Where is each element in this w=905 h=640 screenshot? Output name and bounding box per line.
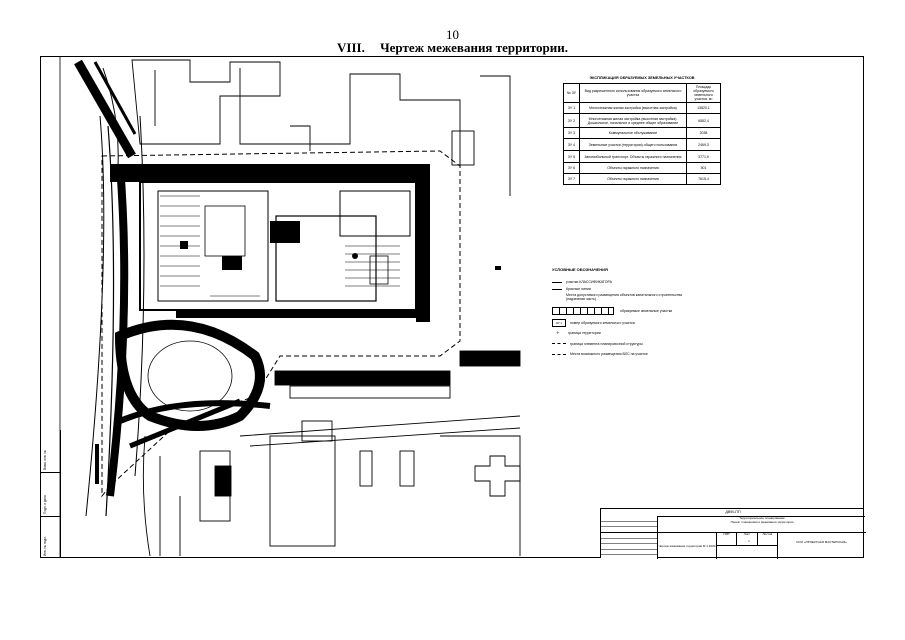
road-curves: [74, 59, 145, 517]
col-header-use: Вид разрешенного использования образуемо…: [579, 83, 687, 104]
stamp-sheet-no: 1: [748, 539, 750, 543]
zu-id: ЗУ 1: [563, 102, 580, 115]
legend-label: граница территории: [568, 331, 601, 336]
section-heading: VIII. Чертеж межевания территории.: [0, 40, 905, 56]
section-number: VIII.: [337, 40, 365, 55]
table-row: ЗУ 4 Земельные участки (территории) обще…: [563, 138, 721, 152]
zu-area: 13820,1: [686, 102, 721, 115]
stamp-drawing-title: Чертеж межевания территории М 1:1000: [657, 532, 717, 559]
zu-area: 501: [686, 162, 721, 175]
stamp-code: ДВ90-ПП: [601, 509, 865, 517]
stamp-sheets-label: Листов: [762, 532, 773, 536]
stamp-sheet-label: Лист: [737, 532, 758, 545]
table-row: ЗУ 6 Объекты гаражного назначения 501: [563, 162, 721, 175]
legend-item: ✛ граница территории: [552, 329, 732, 338]
zu-id: ЗУ 4: [563, 138, 580, 152]
zu-id: ЗУ 6: [563, 162, 580, 175]
page-number: 10: [446, 27, 459, 42]
zu-area: 2038: [686, 127, 721, 140]
zu-use: Коммунальное обслуживание: [579, 127, 687, 140]
legend-title: УСЛОВНЫЕ ОБОЗНАЧЕНИЯ: [552, 267, 608, 272]
legend-label: Места возможного размещения ВЛС на участ…: [570, 352, 648, 357]
legend-item: Места допустимого размещения объектов ка…: [552, 293, 732, 305]
compass-icon: ✛: [556, 331, 560, 336]
zu-area: 3771,9: [686, 150, 721, 164]
table-row: ЗУ 3 Коммунальное обслуживание 2038: [563, 127, 721, 140]
stamp-title-line: Территориальное планирование: [739, 516, 785, 520]
zu-id: ЗУ 3: [563, 127, 580, 140]
zu-use: Земельные участки (территории) общего по…: [579, 138, 687, 152]
table-row: ЗУ 5 Автомобильный транспорт. Объекты га…: [563, 150, 721, 164]
drawing-frame: [40, 56, 864, 558]
stamp-title-line: Проект планировки и межевания территории: [730, 520, 794, 524]
legend-label: Места допустимого размещения объектов ка…: [566, 292, 683, 301]
legend-label: образуемые земельные участки: [620, 308, 673, 313]
zu-id: ЗУ 5: [563, 150, 580, 164]
building-complex: [110, 164, 430, 322]
col-header-area: Площадь образуемого земельного участка, …: [686, 83, 721, 104]
territory-boundary: [101, 150, 461, 498]
legend-label: Красные линии: [566, 287, 591, 292]
zu-use: Объекты гаражного назначения: [579, 162, 687, 175]
legend-label: участки КЛАССИФИКАТОРА: [566, 280, 612, 285]
stamp-signatures: [601, 516, 657, 559]
zu-use: Многоэтажная жилая застройка (высотная з…: [579, 102, 687, 115]
zu-area: 7615,4: [686, 173, 721, 186]
legend: УСЛОВНЫЕ ОБОЗНАЧЕНИЯ участки КЛАССИФИКАТ…: [552, 267, 732, 359]
zu-use: Объекты гаражного назначения: [579, 173, 687, 186]
lower-area: [142, 350, 521, 557]
legend-item: Места возможного размещения ВЛС на участ…: [552, 350, 732, 359]
side-stamp-label: Инв. № подл.: [43, 536, 47, 556]
stamp-stage: ПМТ: [717, 532, 738, 545]
legend-item: ЗУ 1 номер образуемого земельного участк…: [552, 317, 732, 329]
section-title: Чертеж межевания территории.: [380, 40, 568, 55]
explication-title: ЭКСПЛИКАЦИЯ ОБРАЗУЕМЫХ ЗЕМЕЛЬНЫХ УЧАСТКО…: [589, 76, 695, 80]
legend-label: граница элемента планировочной структуры: [570, 341, 643, 346]
top-buildings: [131, 59, 511, 196]
zu-area: 2469,3: [686, 138, 721, 152]
parking-hatch: [160, 195, 400, 302]
explication-table: ЭКСПЛИКАЦИЯ ОБРАЗУЕМЫХ ЗЕМЕЛЬНЫХ УЧАСТКО…: [563, 76, 721, 194]
site-marks: [95, 241, 501, 484]
zu-area: 6582,4: [686, 113, 721, 129]
side-stamp: Взам. инв. № Подп. и дата Инв. № подл.: [40, 430, 61, 558]
table-row: ЗУ 7 Объекты гаражного назначения 7615,4: [563, 173, 721, 186]
side-stamp-label: Подп. и дата: [43, 495, 47, 514]
zu-use: Автомобильный транспорт. Объекты гаражно…: [579, 150, 687, 164]
zu-use: Многоэтажная жилая застройка (высотная з…: [579, 113, 687, 129]
table-row: ЗУ 1 Многоэтажная жилая застройка (высот…: [563, 102, 721, 115]
legend-item: образуемые земельные участки: [552, 305, 732, 317]
legend-label: номер образуемого земельного участка: [570, 320, 635, 325]
legend-item: Красные линии: [552, 286, 732, 293]
side-stamp-label: Взам. инв. №: [43, 450, 47, 470]
survey-drawing: [40, 56, 864, 558]
col-header-no: № ЗУ: [563, 83, 580, 104]
zu-sample: ЗУ 1: [552, 318, 566, 327]
zu-id: ЗУ 7: [563, 173, 580, 186]
legend-item: участки КЛАССИФИКАТОРА: [552, 279, 732, 286]
title-block: ДВ90-ПП Территориальное планирование Про…: [600, 508, 866, 559]
table-row: ЗУ 2 Многоэтажная жилая застройка (высот…: [563, 113, 721, 129]
junction: [114, 319, 271, 449]
stamp-org: ООО «ПРОЕКТНАЯ МАСТЕРСКАЯ»: [777, 532, 865, 559]
legend-item: граница элемента планировочной структуры: [552, 338, 732, 350]
zu-id: ЗУ 2: [563, 113, 580, 129]
